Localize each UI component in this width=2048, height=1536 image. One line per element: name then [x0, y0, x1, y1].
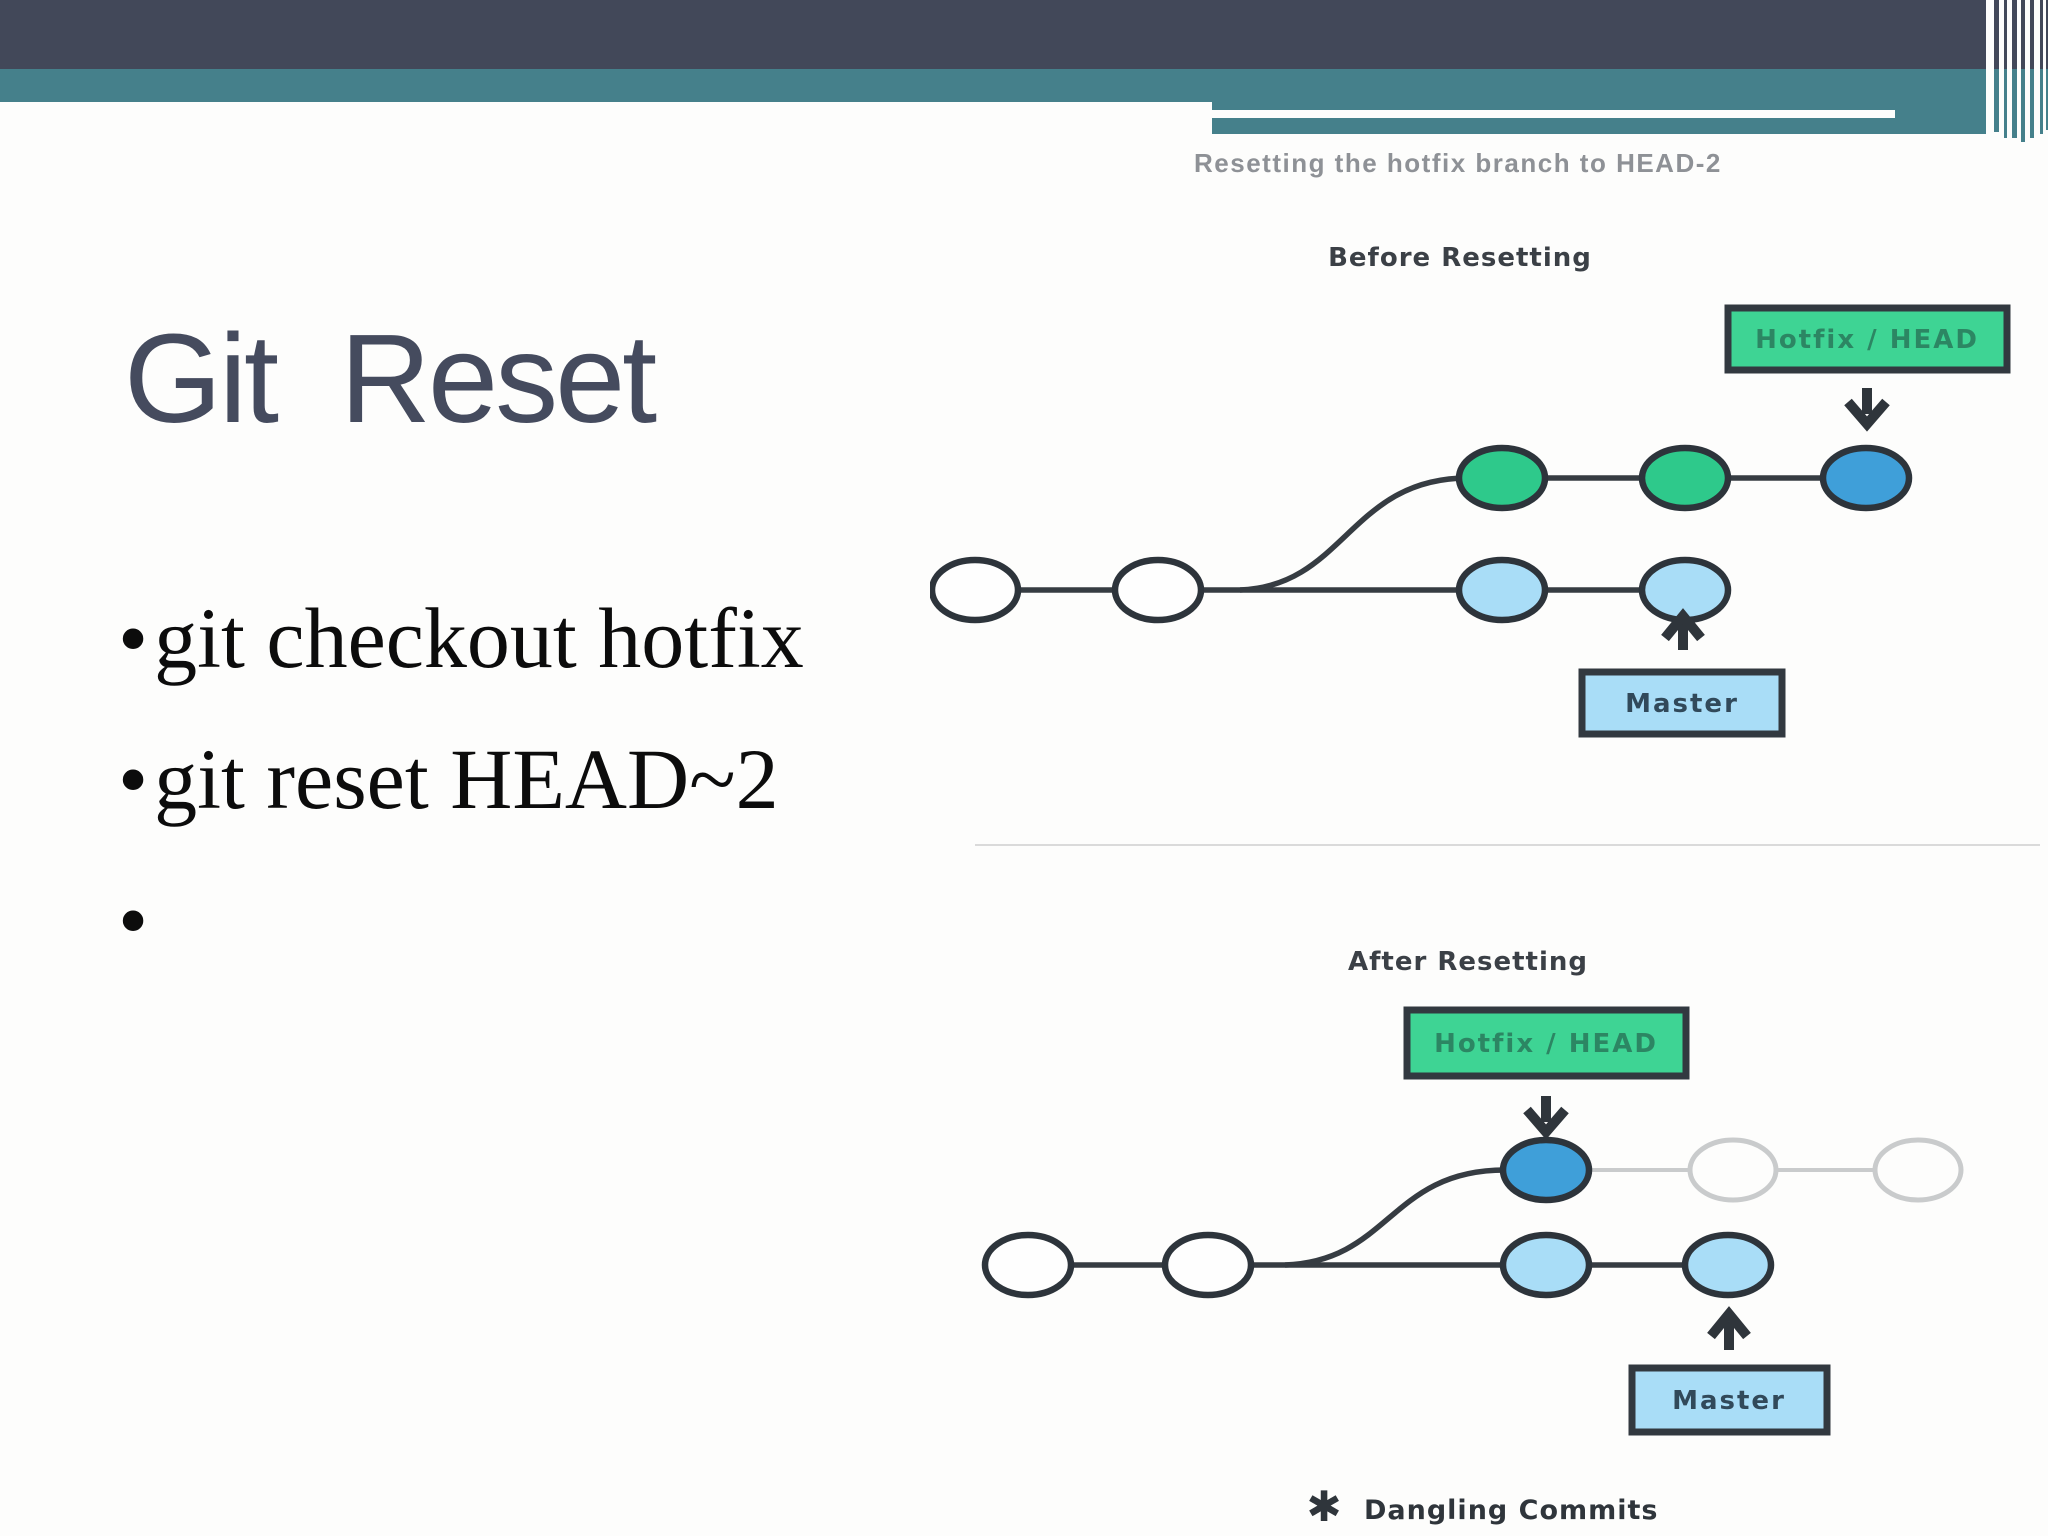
bullet-list: •git checkout hotfix •git reset HEAD~2 •	[118, 568, 804, 991]
header-dark-bar	[0, 0, 1986, 69]
branch-fork-curve-after	[1284, 1167, 1506, 1268]
hotfix-head-box-before	[1724, 304, 2011, 374]
master-box-before	[1578, 668, 1786, 738]
hotfix-head-box-after	[1403, 1006, 1690, 1080]
down-arrow-icon	[1523, 1096, 1569, 1140]
after-resetting-label: After Resetting	[1348, 947, 1588, 977]
figure-caption: Resetting the hotfix branch to HEAD-2	[1194, 148, 1722, 178]
hotfix-head-label-after: Hotfix / HEAD	[1434, 1029, 1658, 1059]
commit-node-lightblue	[1681, 1231, 1775, 1299]
master-label-before: Master	[1625, 689, 1739, 719]
bullet-marker: •	[118, 731, 149, 827]
commit-node-head-blue	[1819, 444, 1913, 512]
bullet-marker: •	[118, 590, 149, 686]
bullet-item-checkout: •git checkout hotfix	[118, 568, 804, 709]
header-accent-stripe	[2004, 0, 2007, 138]
up-arrow-icon	[1707, 1306, 1751, 1350]
bullet-text: git reset HEAD~2	[154, 731, 779, 827]
git-reset-diagram: Before Resetting Hotfix / HEAD Master	[930, 243, 2040, 1531]
commit-node-white	[981, 1231, 1075, 1299]
commit-node-green	[1638, 444, 1732, 512]
header-accent-stripe	[1994, 0, 1999, 132]
hotfix-head-label-before: Hotfix / HEAD	[1755, 325, 1979, 355]
down-arrow-icon	[1844, 388, 1890, 432]
header-accent-stripe	[2030, 0, 2034, 138]
before-resetting-label: Before Resetting	[1328, 243, 1592, 273]
page-title: Git Reset	[124, 308, 657, 449]
dangling-commit-icon: ✱	[1306, 1482, 1341, 1531]
bullet-text: git checkout hotfix	[154, 590, 804, 686]
header-teal-extension	[1212, 69, 1986, 134]
up-arrow-icon	[1661, 608, 1705, 650]
header-accent-stripe	[2040, 0, 2043, 134]
dangling-commit-node	[1872, 1137, 1964, 1203]
master-label-after: Master	[1672, 1386, 1786, 1416]
master-box-after	[1628, 1364, 1831, 1436]
commit-node-white	[930, 556, 1022, 624]
bullet-item-reset: •git reset HEAD~2	[118, 709, 804, 850]
header-accent-stripe	[2012, 0, 2017, 138]
branch-fork-curve-before	[1239, 475, 1469, 593]
commit-node-white	[1111, 556, 1205, 624]
dangling-commit-node	[1687, 1137, 1779, 1203]
bullet-item-empty: •	[118, 850, 804, 991]
dangling-commits-legend: Dangling Commits	[1364, 1495, 1659, 1526]
header-teal-bar	[0, 69, 1212, 102]
commit-node-lightblue	[1455, 556, 1549, 624]
commit-node-head-blue	[1499, 1136, 1593, 1204]
commit-node-white	[1161, 1231, 1255, 1299]
bullet-marker: •	[118, 872, 149, 968]
header-accent-stripe	[2021, 0, 2025, 142]
commit-node-green	[1455, 444, 1549, 512]
header-white-stripe	[1212, 110, 1895, 118]
header-accent-stripe	[2046, 0, 2048, 130]
commit-node-lightblue	[1499, 1231, 1593, 1299]
